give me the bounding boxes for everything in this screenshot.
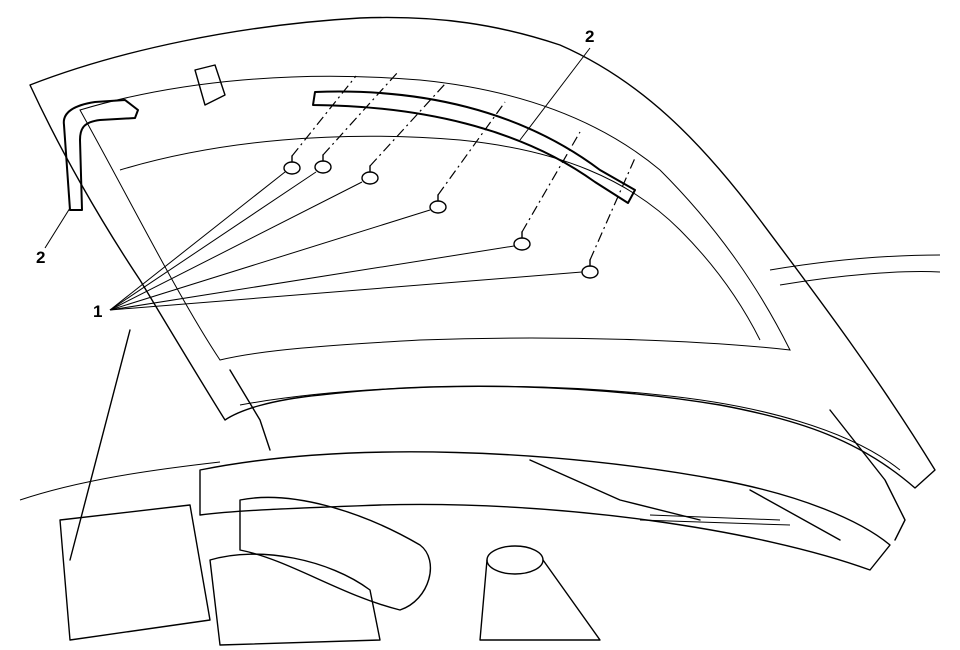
callout-1-label: 1 [93, 302, 102, 321]
wiper-grille [639, 514, 791, 526]
reservoir-cap [486, 545, 544, 575]
hood-rib [239, 385, 901, 471]
clip-3 [361, 165, 379, 185]
callout-1-leaders [109, 171, 583, 311]
callout-2-right-leader [519, 47, 591, 141]
install-centerlines [291, 71, 636, 261]
cowl-panel [199, 451, 891, 571]
hood-prop-rod [69, 329, 131, 561]
hood-hinge-left [229, 369, 271, 451]
clip-4 [429, 194, 447, 214]
callout-2-left-label: 2 [36, 248, 45, 267]
reservoir-body [479, 559, 601, 641]
clips [283, 154, 599, 279]
engine-cover [209, 553, 381, 646]
wiper-arm-right [749, 489, 841, 541]
hood-latch [194, 64, 226, 106]
hood-seal-rear [312, 90, 636, 204]
clip-2 [314, 154, 332, 174]
hood-inner-panel-2 [119, 135, 761, 341]
clip-5 [513, 231, 531, 251]
air-intake-duct [239, 496, 431, 611]
hood-seal-side [62, 99, 139, 211]
hood-outline [29, 16, 936, 489]
fender-line-2 [779, 271, 941, 286]
fender-line [769, 254, 941, 271]
clip-1 [283, 155, 301, 175]
hood-hinge-right [829, 409, 906, 541]
air-cleaner-box [59, 504, 211, 641]
wiper-arm-left [529, 459, 701, 521]
callout-2-right-label: 2 [585, 27, 594, 46]
hood-inner-panel [79, 75, 791, 361]
left-fender [19, 461, 221, 501]
clip-6 [581, 259, 599, 279]
callout-2-left-leader [44, 207, 71, 249]
